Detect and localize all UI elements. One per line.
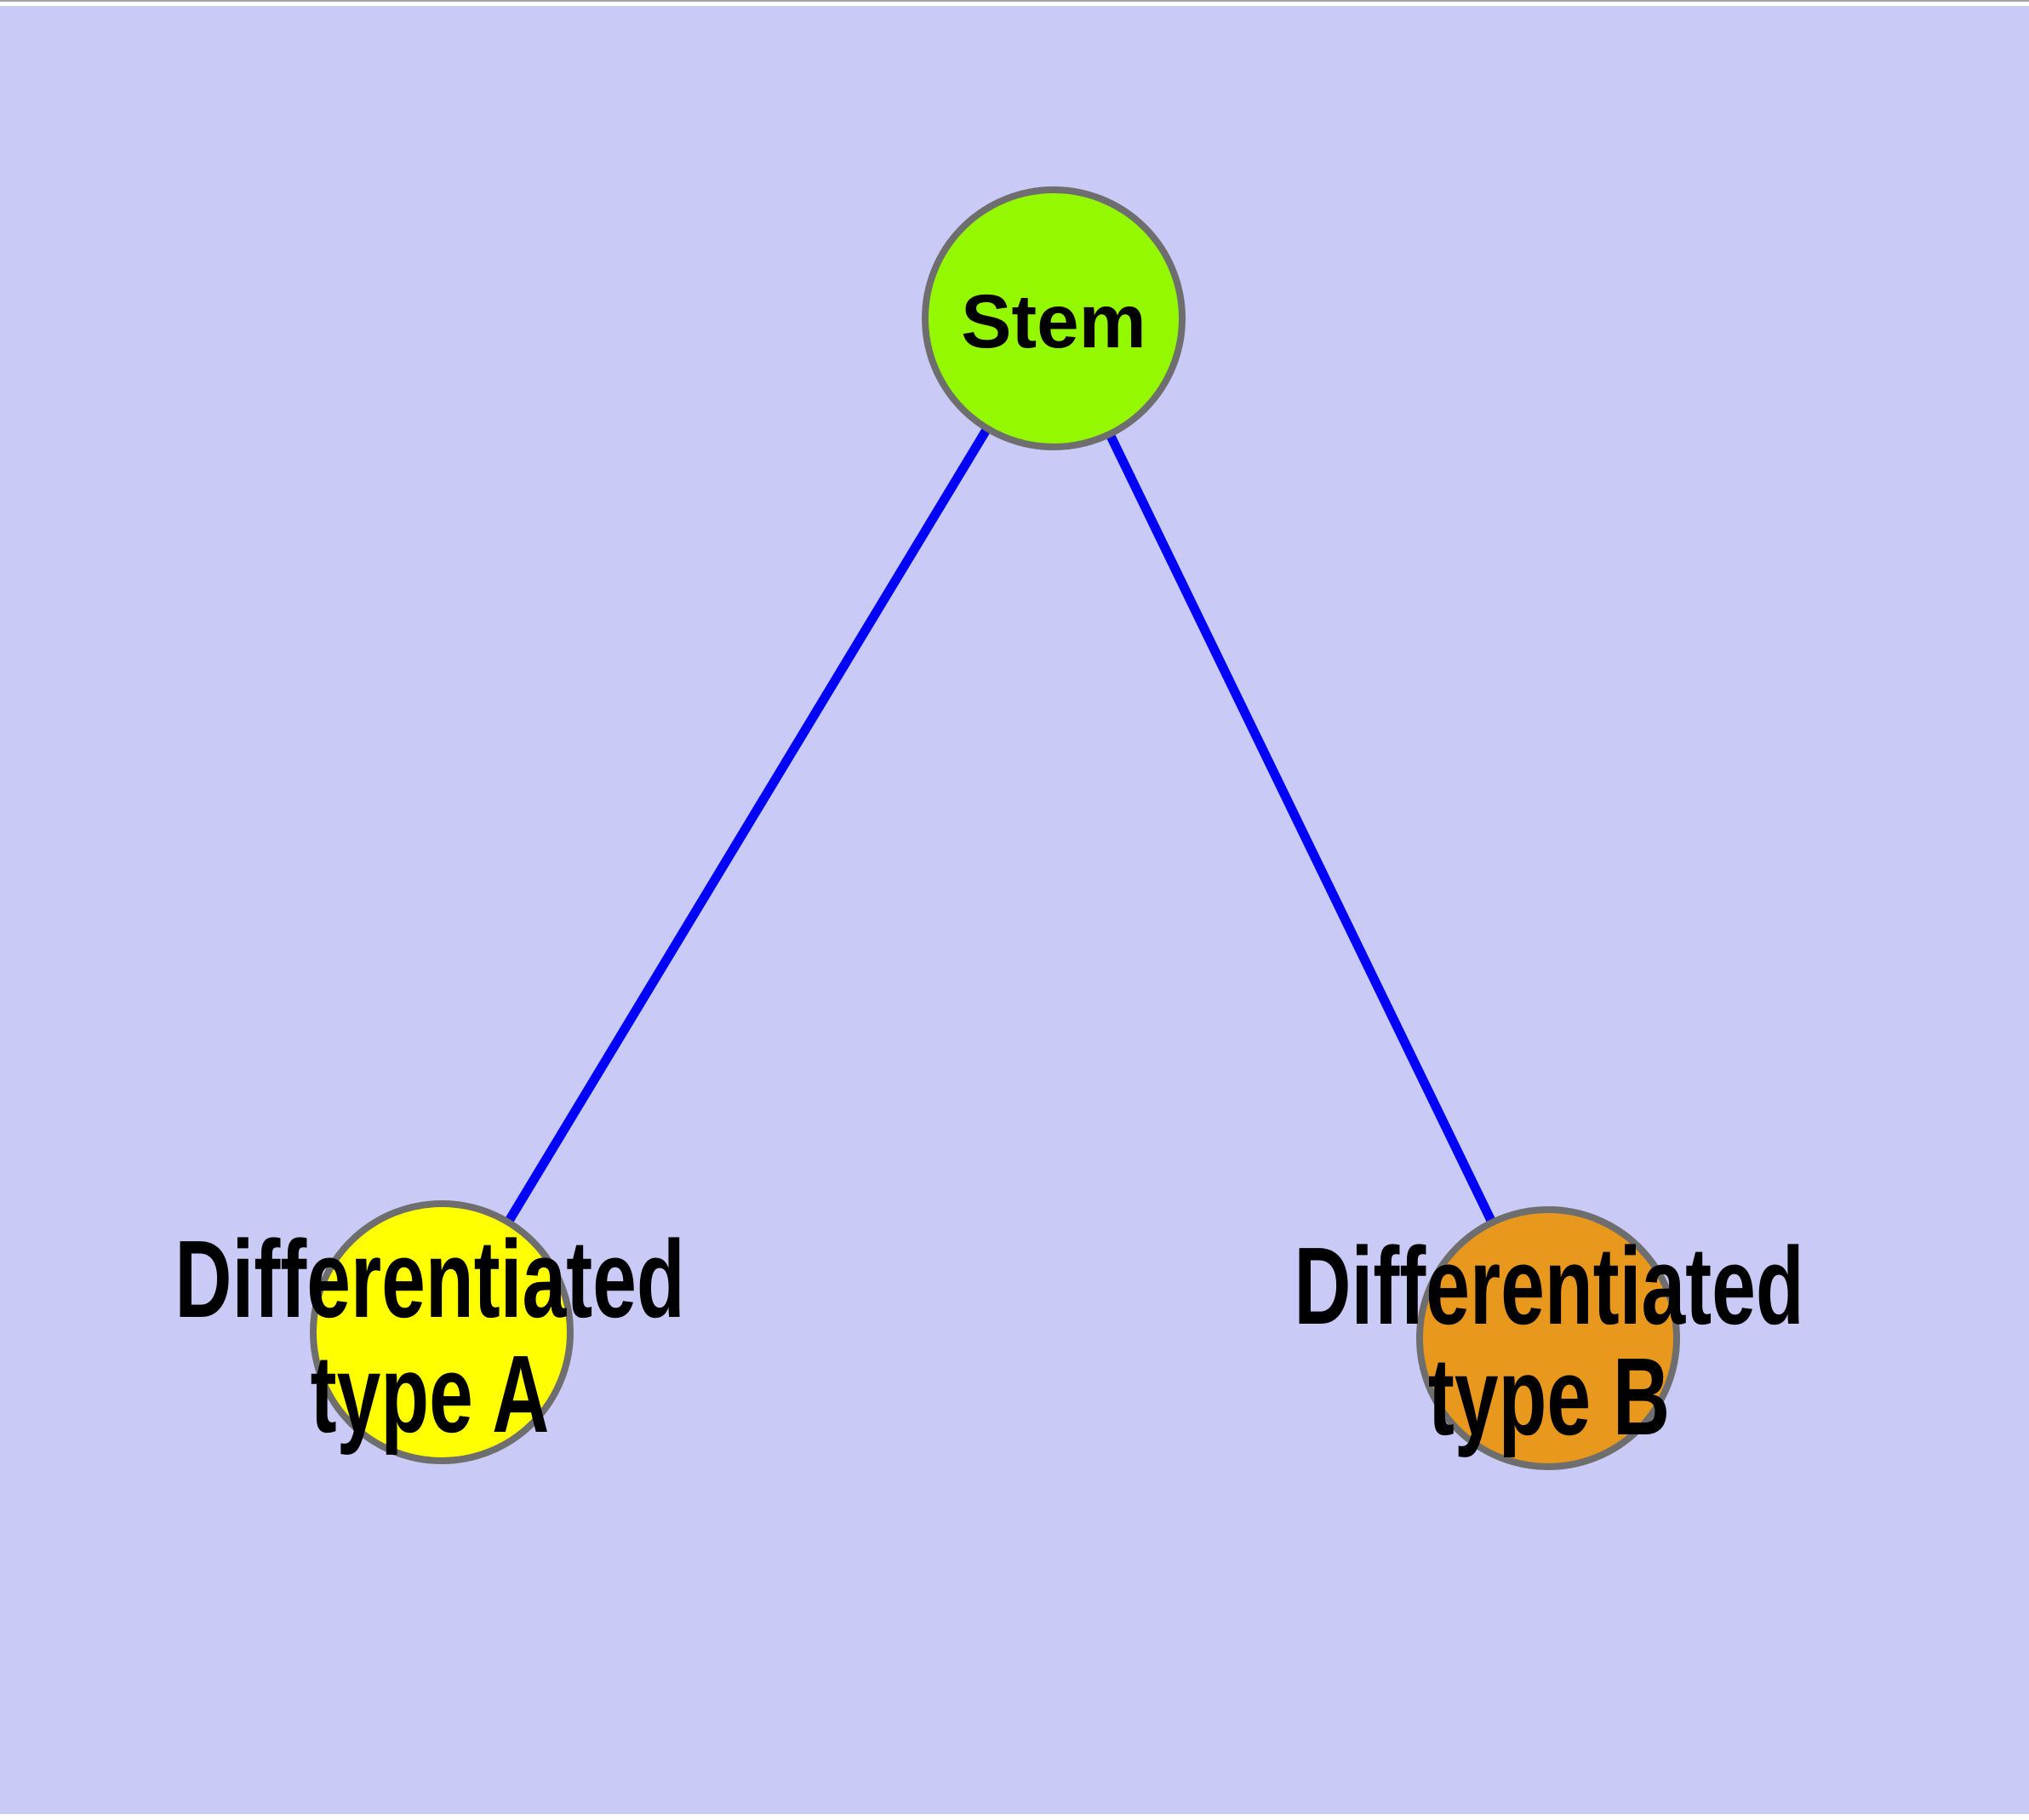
node-type-b-label-line1: Differentiated bbox=[1294, 1224, 1803, 1348]
node-stem-label: Stem bbox=[961, 278, 1146, 363]
node-differentiated-type-a bbox=[310, 1200, 574, 1464]
node-type-a-label-line2: type A bbox=[311, 1332, 550, 1456]
node-differentiated-type-b bbox=[1416, 1206, 1680, 1470]
top-edge-line bbox=[0, 0, 2029, 2]
label-layer: Stem Differentiated type A Differentiate… bbox=[174, 278, 1803, 1458]
edge-stem-to-type-a bbox=[437, 316, 1058, 1335]
node-type-b-label-line2: type B bbox=[1428, 1335, 1670, 1458]
node-stem bbox=[922, 186, 1186, 450]
edge-stem-to-type-b bbox=[1049, 316, 1552, 1341]
edge-layer bbox=[437, 316, 1552, 1341]
node-layer bbox=[310, 186, 1680, 1470]
node-type-a-label-line1: Differentiated bbox=[174, 1217, 684, 1341]
